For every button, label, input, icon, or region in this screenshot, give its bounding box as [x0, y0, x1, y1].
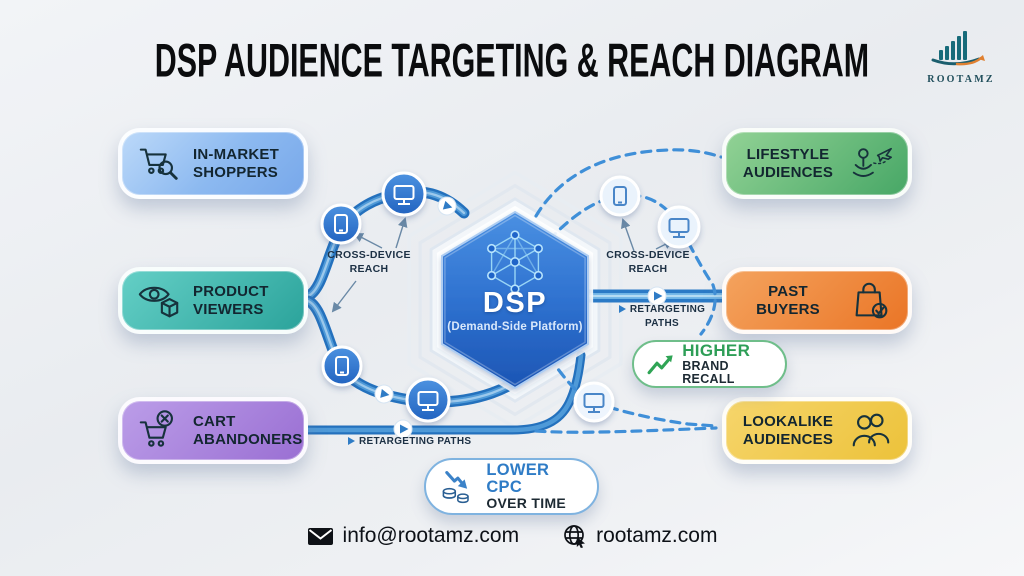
email-icon	[307, 527, 333, 545]
bag-check-icon	[847, 277, 895, 325]
audience-box-past-buyers: PAST BUYERS	[722, 267, 912, 334]
flow-direction-marker-icon	[393, 419, 413, 439]
audience-label: PAST BUYERS	[756, 283, 820, 318]
triangle-marker-icon	[348, 437, 355, 446]
cart-search-icon	[135, 140, 183, 188]
cross-device-reach-label-left: CROSS-DEVICE REACH	[327, 249, 411, 275]
audience-box-cart-abandoners: CART ABANDONERS	[118, 397, 308, 464]
logo-bars-icon	[931, 31, 985, 66]
monitor-icon	[657, 205, 701, 249]
triangle-marker-icon	[618, 305, 626, 314]
yoga-travel-icon	[847, 140, 895, 188]
badge-rest: BRAND RECALL	[682, 358, 735, 386]
flow-direction-marker-icon	[647, 286, 667, 306]
audience-box-product-viewers: PRODUCT VIEWERS	[118, 267, 308, 334]
email-contact: info@rootamz.com	[307, 524, 520, 548]
monitor-icon	[573, 381, 615, 423]
globe-icon	[564, 525, 586, 548]
audience-label: LOOKALIKE AUDIENCES	[742, 413, 834, 448]
badge-highlight: HIGHER	[682, 340, 751, 360]
lower-cpc-badge: LOWER CPC OVER TIME	[424, 458, 599, 515]
cart-cancel-icon	[135, 407, 183, 455]
rootamz-logo: ROOTAMZ	[918, 28, 1004, 85]
audience-label: PRODUCT VIEWERS	[193, 283, 269, 318]
network-nodes-icon	[487, 230, 544, 294]
monitor-icon	[405, 377, 451, 423]
page-title: DSP AUDIENCE TARGETING & REACH DIAGRAM	[154, 35, 870, 88]
flow-direction-marker-icon	[374, 384, 394, 404]
website-contact: rootamz.com	[563, 524, 717, 548]
higher-brand-recall-badge: HIGHER BRAND RECALL	[632, 340, 787, 388]
website-text[interactable]: rootamz.com	[596, 524, 718, 547]
users-icon	[847, 407, 895, 455]
flow-direction-marker-icon	[437, 196, 457, 216]
email-text[interactable]: info@rootamz.com	[342, 524, 520, 547]
audience-label: LIFESTYLE AUDIENCES	[742, 146, 834, 181]
phone-icon	[599, 175, 641, 217]
audience-label: IN-MARKET SHOPPERS	[193, 146, 279, 181]
retargeting-paths-label-right: RETARGETING PATHS	[606, 303, 718, 330]
badge-rest: OVER TIME	[486, 495, 567, 512]
phone-icon	[320, 203, 362, 245]
footer-contact: info@rootamz.com rootamz.com	[0, 524, 1024, 548]
audience-box-lookalike-audiences: LOOKALIKE AUDIENCES	[722, 397, 912, 464]
annotation-arrows	[331, 217, 674, 313]
retargeting-paths-label-left: RETARGETING PATHS	[348, 436, 471, 447]
dsp-hexagon	[436, 205, 594, 395]
audience-label: CART ABANDONERS	[193, 413, 303, 448]
phone-icon	[321, 345, 363, 387]
audience-box-in-market-shoppers: IN-MARKET SHOPPERS	[118, 128, 308, 199]
logo-text: ROOTAMZ	[927, 74, 995, 85]
coins-decrease-icon	[442, 470, 469, 503]
eye-box-icon	[135, 277, 183, 325]
badge-highlight: LOWER CPC	[486, 460, 550, 497]
audience-box-lifestyle-audiences: LIFESTYLE AUDIENCES	[722, 128, 912, 199]
monitor-icon	[381, 171, 427, 217]
cross-device-reach-label-right: CROSS-DEVICE REACH	[606, 249, 690, 275]
trend-up-icon	[647, 355, 673, 375]
